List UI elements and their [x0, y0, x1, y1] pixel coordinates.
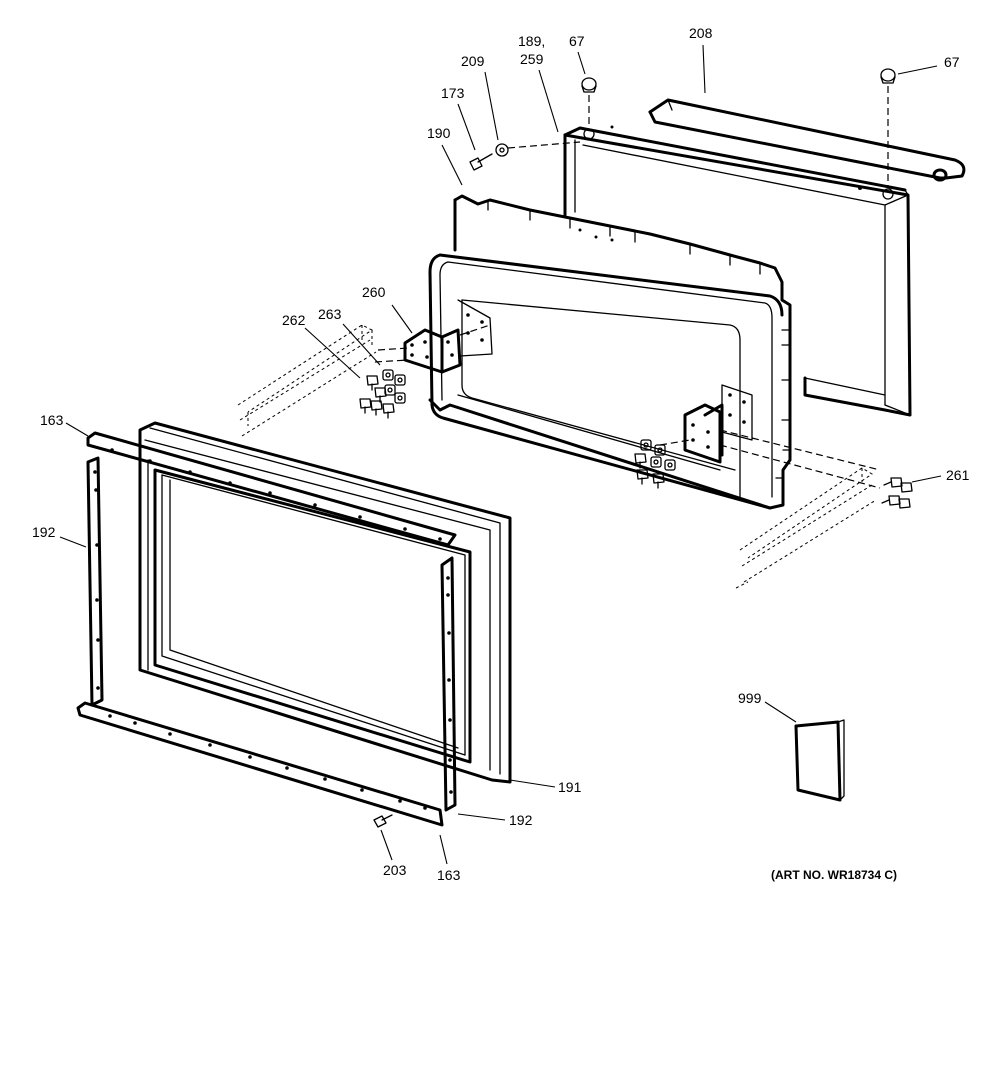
callout-190: 190: [427, 125, 451, 141]
hinge-bracket-right: [683, 403, 724, 464]
screw-set-261: [881, 477, 913, 509]
hinge-bracket-left: [403, 328, 462, 374]
alignment-line: [659, 439, 691, 446]
trim-strip-bottom: [76, 701, 444, 827]
plug-button-right: [880, 68, 896, 188]
callout-67-top: 67: [569, 33, 585, 49]
screw-173: [469, 153, 493, 171]
handle-bar-part: [648, 98, 966, 182]
trim-strip-left: [86, 456, 104, 707]
alignment-line: [377, 347, 409, 351]
callout-191: 191: [558, 779, 582, 795]
alignment-line: [459, 324, 491, 336]
owners-manual-booklet: [794, 719, 845, 802]
callout-189: 189,: [518, 33, 545, 49]
callout-260: 260: [362, 284, 386, 300]
screw-alignment-line: [507, 141, 581, 149]
trim-strip-right: [440, 556, 457, 812]
callout-173: 173: [441, 85, 465, 101]
callout-262: 262: [282, 312, 306, 328]
trim-strip-top: [86, 431, 457, 547]
callout-203: 203: [383, 862, 407, 878]
alignment-line: [719, 429, 881, 471]
mount-strip-left: [237, 324, 377, 437]
inner-case-part: [428, 194, 792, 510]
alignment-line: [374, 359, 409, 363]
callout-261: 261: [946, 467, 970, 483]
plug-button-left: [581, 77, 597, 128]
callout-999: 999: [738, 690, 762, 706]
screw-nut-set-left: [359, 369, 406, 419]
screw-203: [373, 814, 393, 828]
callout-209: 209: [461, 53, 485, 69]
screw-nut-set-center: [634, 439, 676, 489]
washer-209: [495, 143, 509, 157]
callout-192-right: 192: [509, 812, 533, 828]
alignment-line: [719, 444, 881, 489]
callout-163-top: 163: [40, 412, 64, 428]
callout-263: 263: [318, 306, 342, 322]
callout-163-bottom: 163: [437, 867, 461, 883]
callout-192-left: 192: [32, 524, 56, 540]
leader-lines: [59, 44, 942, 865]
callout-67-right: 67: [944, 54, 960, 70]
rear-box-part: [563, 125, 912, 417]
front-frame-part: [138, 421, 512, 784]
art-number-caption: (ART NO. WR18734 C): [771, 868, 897, 882]
callout-259: 259: [520, 51, 544, 67]
callout-208: 208: [689, 25, 713, 41]
mount-strip-right: [735, 467, 877, 589]
